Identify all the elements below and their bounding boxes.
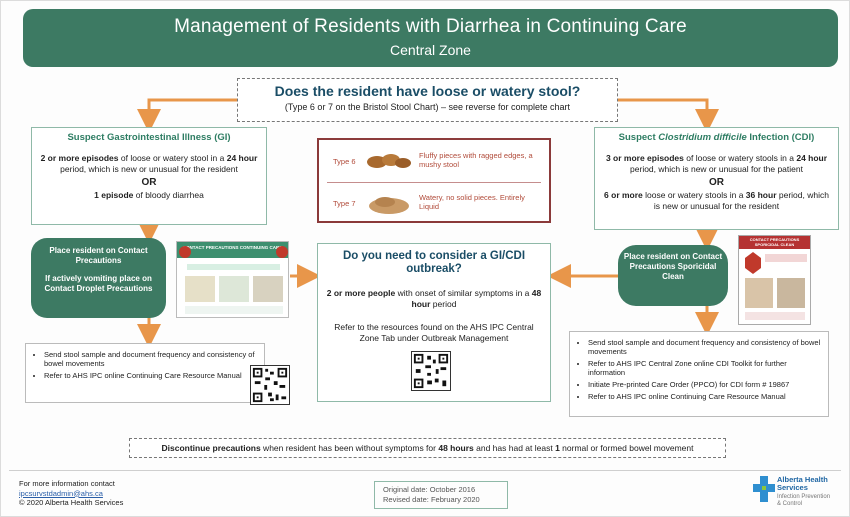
footer-divider	[9, 470, 841, 471]
stool-type7-image	[369, 197, 409, 214]
stool-row-type6: Type 6 Fluffy pieces with ragged edges, …	[319, 142, 549, 180]
discontinue-precautions-box: Discontinue precautions when resident ha…	[129, 438, 726, 458]
cdi-title-post: Infection (CDI)	[746, 132, 815, 143]
list-item: Send stool sample and document frequency…	[44, 350, 260, 368]
cdi-episodes: 3 or more episodes	[605, 153, 684, 163]
page-title: Management of Residents with Diarrhea in…	[174, 16, 687, 37]
footer-contact: For more information contact ipcsurvstda…	[19, 479, 123, 508]
main-question-box: Does the resident have loose or watery s…	[237, 78, 618, 122]
list-item: Refer to AHS IPC Central Zone online CDI…	[588, 359, 824, 377]
cdi-criteria-box: Suspect Clostridium difficile Infection …	[594, 127, 839, 230]
outbreak-hours: 48 hour	[411, 288, 542, 309]
stool-desc: Watery, no solid pieces. Entirely Liquid	[419, 193, 525, 211]
contact-email-link[interactable]: ipcsurvstdadmin@ahs.ca	[19, 488, 103, 498]
pill-line-1: Place resident on Contact Precautions	[49, 246, 148, 265]
logo-wordmark: Alberta Health Services	[777, 476, 828, 492]
cdi-title-pre: Suspect	[618, 132, 659, 143]
qr-code-icon[interactable]	[411, 351, 451, 391]
gi-text-mid: of loose or watery stool in a	[118, 153, 227, 163]
cdi-hours-2: 36 hour	[745, 190, 777, 200]
cdi-or: OR	[709, 177, 724, 188]
gi-criterion-1: 2 or more episodes of loose or watery st…	[38, 153, 260, 175]
logo-line-1: Alberta Health	[777, 475, 828, 484]
logo-subtitle: Infection Prevention & Control	[777, 494, 830, 508]
revised-date: Revised date: February 2020	[383, 495, 480, 504]
gi-title: Suspect Gastrointestinal Illness (GI)	[67, 132, 231, 143]
arrow-to-gi	[137, 98, 237, 133]
gi-episodes: 2 or more episodes	[40, 153, 119, 163]
discontinue-text-3: normal or formed bowel movement	[559, 443, 694, 453]
contact-precautions-pill: Place resident on Contact Precautions If…	[31, 238, 166, 318]
cdi-six-more: 6 or more	[604, 190, 643, 200]
list-item: Send stool sample and document frequency…	[588, 338, 824, 356]
pill-line-2: If actively vomiting place on Contact Dr…	[44, 274, 153, 293]
poster-graphic	[179, 246, 288, 314]
ahs-logo: Alberta Health Services Infection Preven…	[753, 474, 843, 514]
list-item: Initiate Pre-printed Care Order (PPCO) f…	[588, 380, 824, 389]
stool-desc: Fluffy pieces with ragged edges, a mushy…	[419, 151, 533, 169]
sporicidal-poster: CONTACT PRECAUTIONS SPORICIDAL CLEAN	[738, 235, 811, 325]
cdi-criterion-1: 3 or more episodes of loose or watery st…	[601, 153, 832, 175]
contact-precautions-poster: CONTACT PRECAUTIONS CONTINUING CARE	[176, 241, 289, 318]
page-subtitle: Central Zone	[390, 42, 471, 58]
outbreak-question: Do you need to consider a GI/CDI outbrea…	[342, 250, 526, 275]
sporicidal-pill: Place resident on Contact Precautions Sp…	[618, 245, 728, 306]
cdi-text-end: period, which is new or unusual for the …	[630, 164, 803, 174]
cdi-actions-list: Send stool sample and document frequency…	[569, 331, 829, 417]
cdi-text-end-2: period, which is new or unusual for the …	[653, 190, 829, 211]
poster-title: CONTACT PRECAUTIONS CONTINUING CARE	[177, 242, 288, 258]
logo-sub-2: & Control	[777, 501, 803, 507]
stool-row-type7: Type 7 Watery, no solid pieces. Entirely…	[319, 184, 549, 222]
logo-sub-1: Infection Prevention	[777, 494, 831, 500]
stool-divider	[327, 182, 541, 183]
gi-hours: 24 hour	[226, 153, 258, 163]
main-question-note: (Type 6 or 7 on the Bristol Stool Chart)…	[284, 102, 571, 112]
list-item: Refer to AHS IPC online Continuing Care …	[44, 371, 260, 380]
cdi-criterion-2: 6 or more loose or watery stools in a 36…	[601, 190, 832, 212]
gi-text-end: period, which is new or unusual for the …	[60, 164, 238, 174]
document-dates: Original date: October 2016 Revised date…	[374, 481, 508, 509]
stool-chart-box: Type 6 Fluffy pieces with ragged edges, …	[317, 138, 551, 223]
cdi-hours: 24 hour	[796, 153, 828, 163]
ahs-cross-icon	[753, 476, 775, 502]
contact-label: For more information contact	[19, 479, 115, 488]
outbreak-criterion: 2 or more people with onset of similar s…	[326, 288, 542, 310]
main-question: Does the resident have loose or watery s…	[274, 83, 581, 99]
list-item: Refer to AHS IPC online Continuing Care …	[588, 392, 824, 401]
cdi-title-organism: Clostridium difficile	[658, 132, 747, 143]
outbreak-resources: Refer to the resources found on the AHS …	[334, 322, 534, 343]
outbreak-text-mid: with onset of similar symptoms in a	[395, 288, 532, 298]
gi-criteria-box: Suspect Gastrointestinal Illness (GI) 2 …	[31, 127, 267, 225]
stool-type6-image	[367, 154, 411, 168]
gi-or: OR	[141, 177, 157, 188]
stool-type-label: Type 6	[333, 157, 356, 166]
outbreak-text-end: period	[430, 299, 457, 309]
arrow-to-cdi	[618, 98, 719, 133]
poster-graphic	[745, 252, 807, 320]
gi-bloody-text: of bloody diarrhea	[133, 190, 204, 200]
discontinue-count: 1	[555, 443, 560, 453]
cdi-text-mid-2: loose or watery stools in a	[642, 190, 746, 200]
discontinue-text-2: and has had at least	[473, 443, 556, 453]
outbreak-people: 2 or more people	[326, 288, 396, 298]
gi-bloody-count: 1 episode	[94, 190, 134, 200]
original-date: Original date: October 2016	[383, 485, 476, 494]
discontinue-label: Discontinue precautions	[161, 443, 261, 453]
title-banner: Management of Residents with Diarrhea in…	[23, 9, 838, 67]
copyright: © 2020 Alberta Health Services	[19, 498, 124, 507]
discontinue-hours: 48 hours	[438, 443, 474, 453]
logo-line-2: Services	[777, 483, 808, 492]
gi-actions-list: Send stool sample and document frequency…	[25, 343, 265, 403]
cdi-text-mid: of loose or watery stools in a	[683, 153, 797, 163]
stool-type-label: Type 7	[333, 199, 356, 208]
poster-title: CONTACT PRECAUTIONS SPORICIDAL CLEAN	[739, 236, 810, 249]
discontinue-text-1: when resident has been without symptoms …	[260, 443, 439, 453]
cdi-title: Suspect Clostridium difficile Infection …	[601, 132, 832, 143]
qr-code-icon[interactable]	[250, 365, 290, 405]
gi-criterion-2: 1 episode of bloody diarrhea	[38, 190, 260, 201]
